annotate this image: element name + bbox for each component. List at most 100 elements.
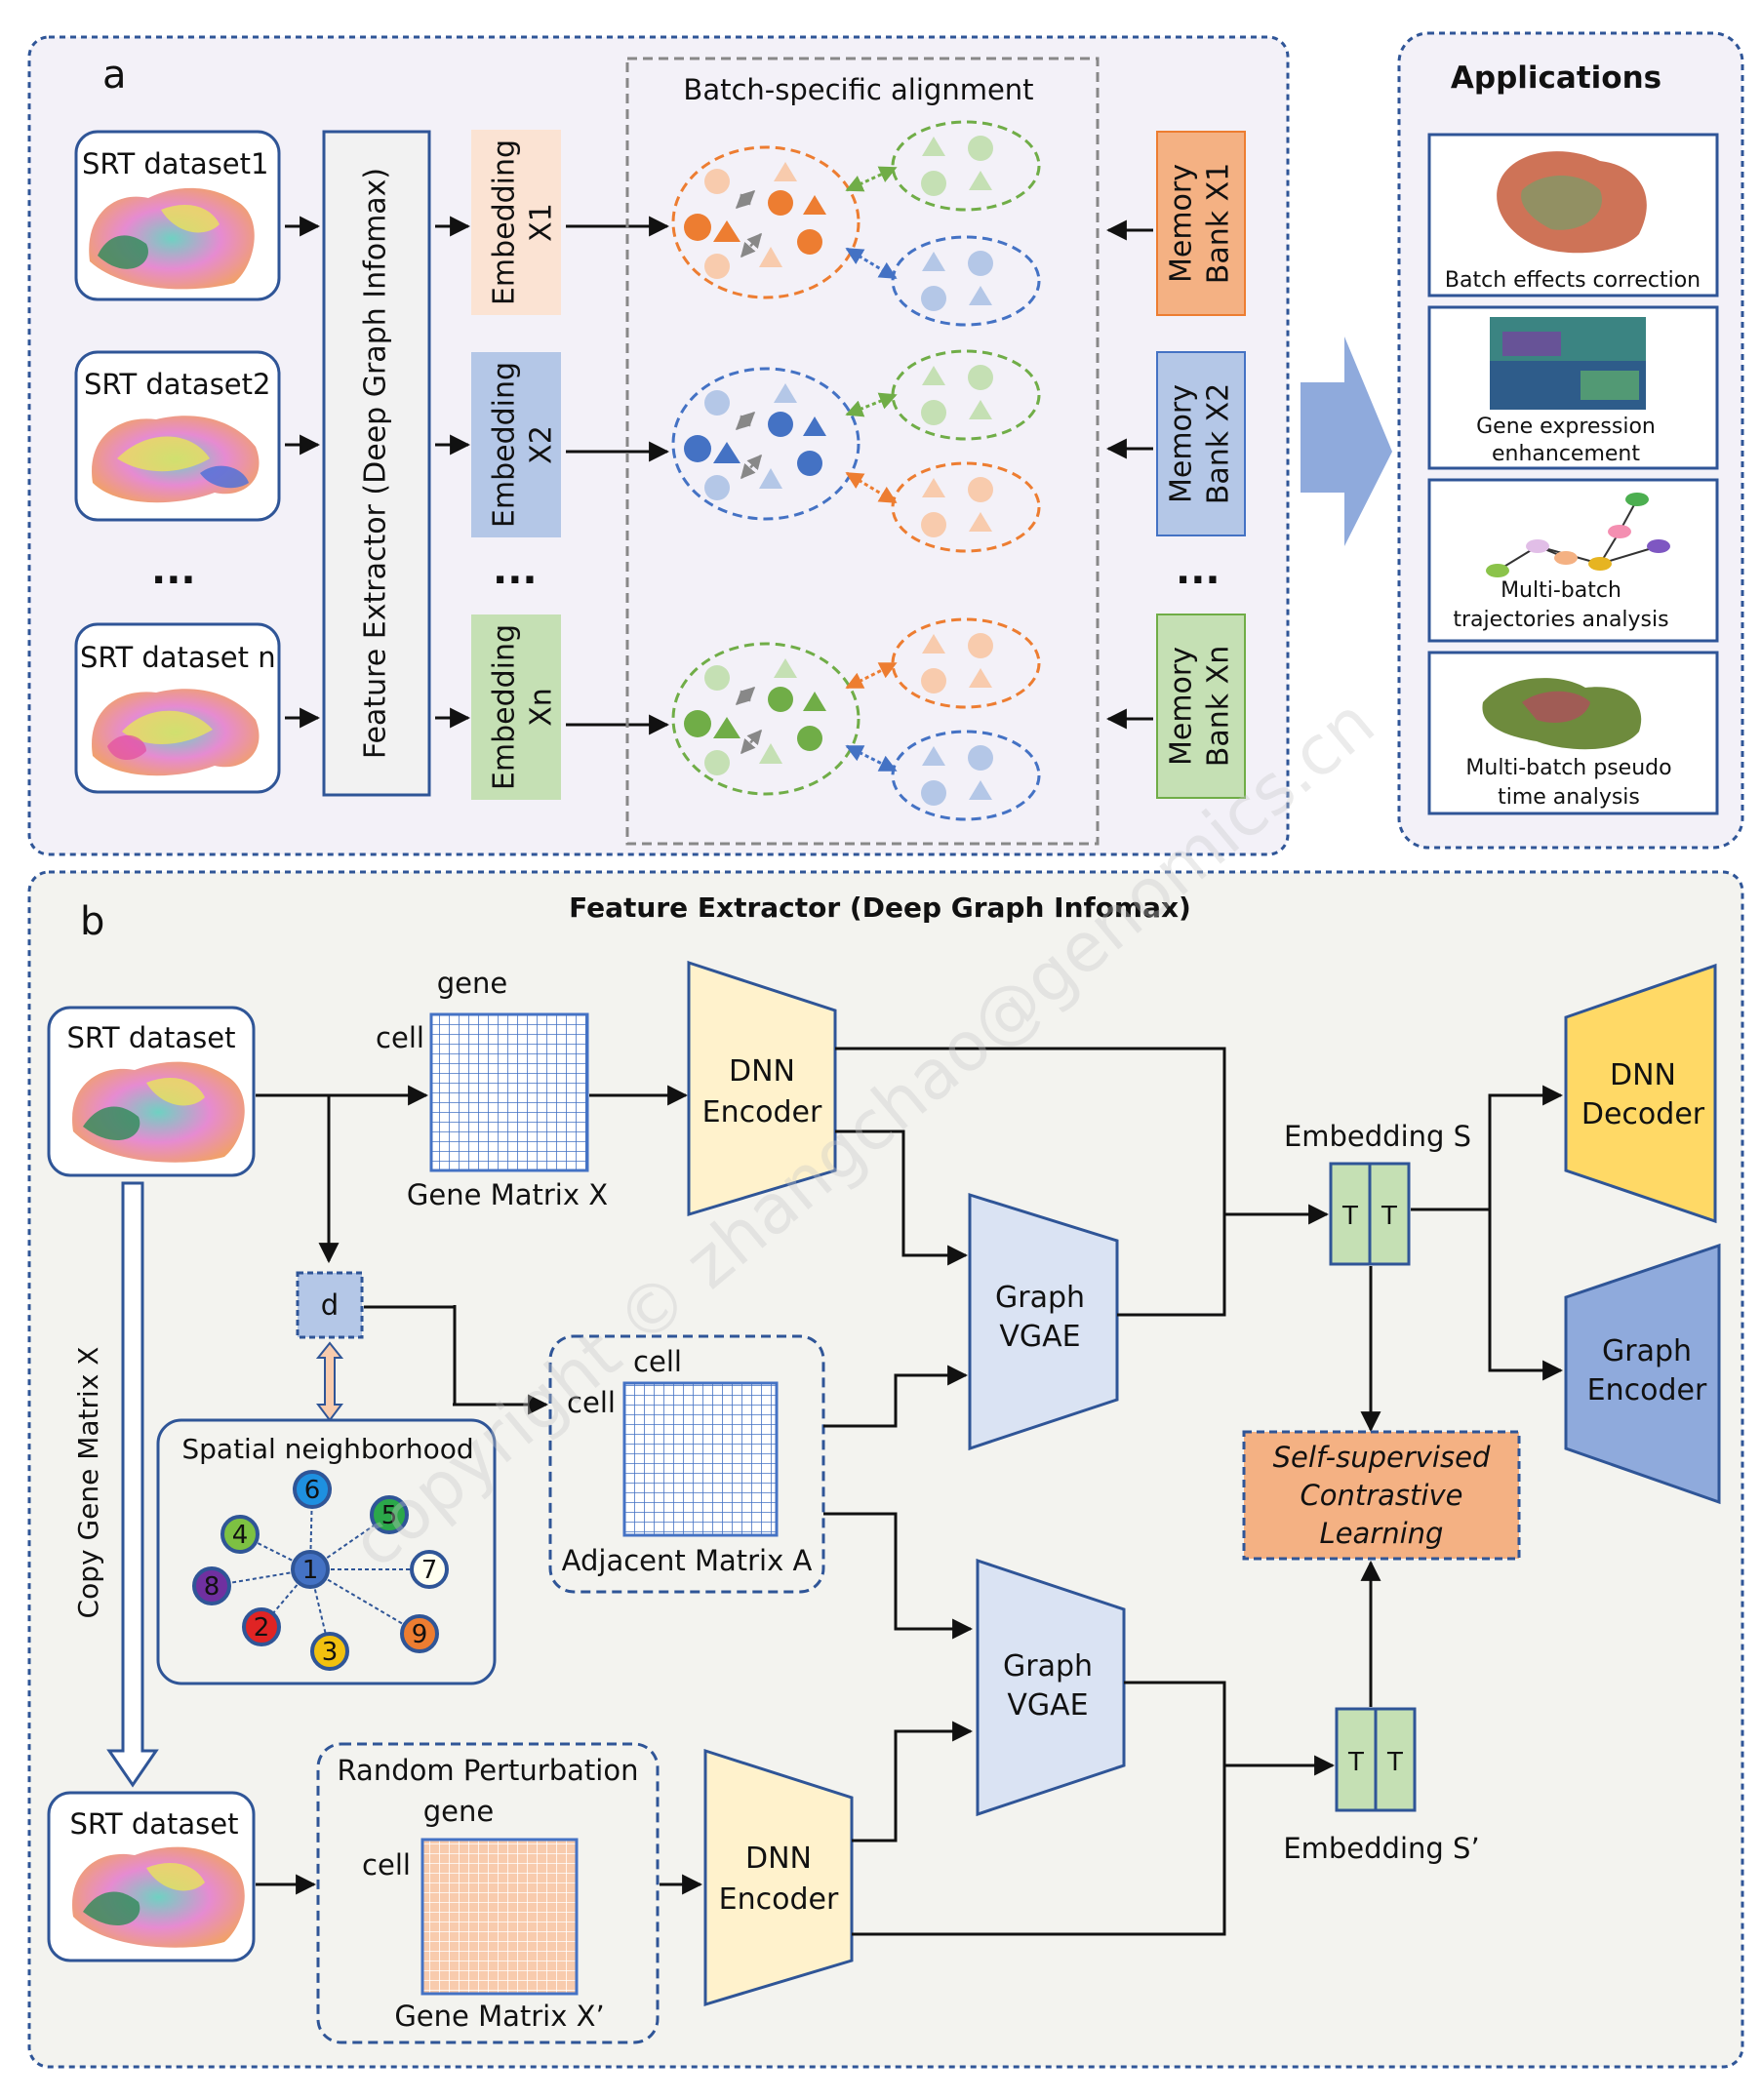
memory-bank-xn: Memory Bank Xn	[1156, 614, 1246, 799]
embedding-s-prime: T T Embedding S’	[1283, 1707, 1480, 1865]
spatial-node-label-7: 7	[421, 1556, 438, 1585]
srt-dataset-top: SRT dataset	[47, 1006, 256, 1177]
dnn-decoder: DNN Decoder	[1564, 963, 1717, 1224]
gene-label-bottom: gene	[423, 1795, 494, 1828]
embedding-ellipsis: ...	[493, 548, 538, 593]
memory-bank-x1-line1: Memory	[1165, 164, 1199, 283]
spatial-node-label-5: 5	[381, 1501, 398, 1530]
app-4-line1: Multi-batch pseudo	[1465, 756, 1671, 780]
spatial-node-8	[192, 1566, 231, 1605]
spatial-node-6	[293, 1470, 332, 1509]
app-2-line1: Gene expression	[1476, 415, 1656, 439]
dnn-encoder-bottom-line2: Encoder	[719, 1882, 839, 1917]
embedding-x1-line2: X1	[525, 203, 559, 242]
graph-vgae-bottom-line1: Graph	[1003, 1649, 1093, 1684]
memory-bank-xn-line1: Memory	[1165, 647, 1199, 766]
embedding-s-t2: T	[1381, 1202, 1397, 1231]
cell-label-top: cell	[376, 1021, 424, 1054]
dataset-label-2: SRT dataset2	[84, 368, 270, 401]
graph-vgae-top-line1: Graph	[995, 1281, 1085, 1315]
panel-a-label: a	[102, 53, 127, 98]
panel-b-label: b	[80, 899, 104, 944]
graph-vgae-bottom-line2: VGAE	[1007, 1688, 1088, 1723]
dataset-card-2: SRT dataset2	[74, 350, 281, 522]
embedding-x2-line2: X2	[525, 425, 559, 464]
adjacent-matrix-label: Adjacent Matrix A	[562, 1544, 813, 1577]
graph-encoder-line2: Encoder	[1587, 1373, 1707, 1407]
spatial-node-4	[220, 1515, 260, 1554]
memory-bank-x2-line2: Bank X2	[1202, 383, 1236, 505]
main-cluster	[671, 642, 860, 796]
dataset-ellipsis: ...	[151, 548, 196, 593]
distance-box: d	[296, 1271, 364, 1339]
graph-vgae-top-line2: VGAE	[999, 1320, 1080, 1354]
copy-gene-matrix-label: Copy Gene Matrix X	[72, 1347, 104, 1619]
dnn-encoder-top: DNN Encoder	[687, 960, 837, 1217]
embedding-s-prime-label: Embedding S’	[1283, 1832, 1479, 1865]
app-image-4	[1482, 678, 1642, 750]
app-2-line2: enhancement	[1492, 442, 1640, 466]
alignment-clusters	[671, 120, 1041, 821]
gene-label-top: gene	[437, 967, 507, 1000]
copy-gene-matrix-arrow: Copy Gene Matrix X	[72, 1181, 159, 1788]
embedding-s: Embedding S T T	[1284, 1120, 1471, 1266]
ssl-line3: Learning	[1320, 1517, 1444, 1550]
srt-dataset-bottom: SRT dataset	[47, 1791, 256, 1962]
srt-bottom-tissue	[72, 1846, 245, 1948]
app-gene-expression: Gene expression enhancement	[1427, 305, 1719, 470]
feature-extractor-box: Feature Extractor (Deep Graph Infomax)	[322, 130, 431, 797]
memory-cluster	[891, 461, 1041, 553]
spatial-node-label-4: 4	[232, 1521, 249, 1550]
main-cluster	[671, 145, 860, 299]
memory-bank-x2: Memory Bank X2	[1156, 351, 1246, 536]
gene-matrix-x-label: Gene Matrix X	[407, 1178, 608, 1211]
panel-b-title: Feature Extractor (Deep Graph Infomax)	[569, 892, 1191, 924]
graph-vgae-bottom: Graph VGAE	[976, 1558, 1126, 1817]
spatial-node-9	[400, 1614, 439, 1653]
tissue-image-3	[92, 689, 260, 776]
memory-bank-ellipsis: ...	[1176, 548, 1221, 593]
graph-encoder: Graph Encoder	[1564, 1243, 1721, 1505]
memory-bank-x1-line2: Bank X1	[1202, 163, 1236, 285]
cell-label-bottom: cell	[362, 1848, 411, 1882]
app-image-1	[1497, 151, 1647, 254]
batch-alignment-title: Batch-specific alignment	[683, 73, 1033, 106]
dataset-label-3: SRT dataset n	[80, 641, 276, 674]
srt-top-label: SRT dataset	[66, 1021, 235, 1054]
random-perturbation-title: Random Perturbation	[338, 1754, 639, 1787]
tissue-image-1	[89, 187, 255, 290]
spatial-node-label-6: 6	[304, 1476, 321, 1505]
embedding-s2-t1: T	[1347, 1748, 1364, 1777]
feature-extractor-label: Feature Extractor (Deep Graph Infomax)	[359, 168, 393, 759]
gene-matrix-x2-label: Gene Matrix X’	[394, 2000, 604, 2033]
memory-bank-x1: Memory Bank X1	[1156, 131, 1246, 316]
app-3-line1: Multi-batch	[1501, 578, 1621, 603]
spatial-node-label-1: 1	[302, 1556, 319, 1585]
applications-arrow	[1301, 337, 1392, 546]
cell-label-adj-top: cell	[633, 1345, 682, 1378]
dataset-card-1: SRT dataset1	[74, 130, 281, 301]
applications-title: Applications	[1451, 60, 1661, 96]
spatial-node-label-2: 2	[254, 1613, 270, 1643]
cell-label-adj-left: cell	[567, 1386, 616, 1419]
dnn-decoder-line2: Decoder	[1581, 1097, 1705, 1131]
memory-bank-xn-line2: Bank Xn	[1202, 646, 1236, 767]
spatial-node-label-9: 9	[412, 1620, 428, 1649]
spatial-node-7	[410, 1550, 449, 1589]
srt-top-tissue	[72, 1061, 245, 1163]
adjacent-matrix-a: cell cell Adjacent Matrix A	[548, 1334, 825, 1594]
memory-cluster	[891, 730, 1041, 821]
batch-alignment-box	[625, 57, 1100, 846]
spatial-node-label-8: 8	[204, 1572, 220, 1602]
random-perturbation: Random Perturbation gene cell Gene Matri…	[316, 1742, 660, 2044]
graph-encoder-line1: Graph	[1602, 1334, 1692, 1368]
embedding-xn: Embedding Xn	[471, 614, 561, 800]
embedding-x1: Embedding X1	[471, 130, 561, 315]
spatial-node-3	[310, 1632, 349, 1671]
ssl-box: Self-supervised Contrastive Learning	[1242, 1430, 1521, 1561]
dnn-encoder-bottom-line1: DNN	[745, 1842, 812, 1876]
dataset-card-3: SRT dataset n	[74, 622, 281, 794]
graph-vgae-top: Graph VGAE	[968, 1192, 1119, 1451]
